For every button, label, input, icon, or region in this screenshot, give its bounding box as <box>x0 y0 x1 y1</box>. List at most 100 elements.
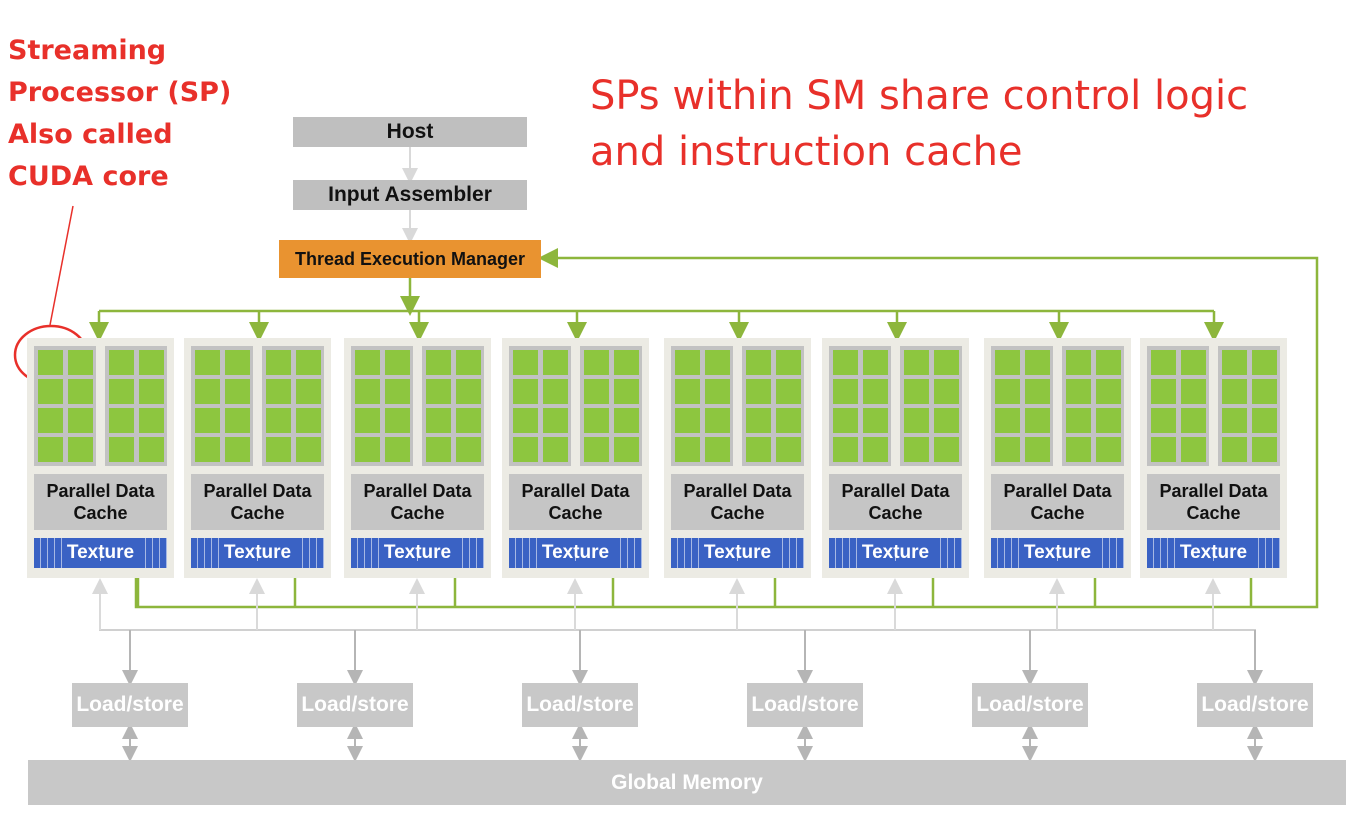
sp-core <box>1252 437 1277 462</box>
headline-line: and instruction cache <box>590 129 1023 175</box>
sp-core <box>1181 408 1206 433</box>
sp-core <box>296 350 321 375</box>
sp-core <box>38 437 63 462</box>
sp-core <box>705 350 730 375</box>
sp-core <box>746 379 771 404</box>
sp-core <box>833 350 858 375</box>
sp-core <box>863 408 888 433</box>
sp-core <box>513 437 538 462</box>
sp-core <box>513 408 538 433</box>
sp-core <box>543 437 568 462</box>
sp-group <box>900 346 962 466</box>
texture-unit: Texture <box>191 538 324 568</box>
sp-core <box>995 379 1020 404</box>
sp-core <box>675 379 700 404</box>
sp-core <box>746 350 771 375</box>
sp-group <box>34 346 96 466</box>
sp-core <box>225 437 250 462</box>
feedback-loop <box>134 248 1319 609</box>
sp-core <box>109 437 134 462</box>
sp-core <box>426 408 451 433</box>
sp-core <box>385 350 410 375</box>
sp-core <box>68 350 93 375</box>
sp-core <box>904 379 929 404</box>
sp-core <box>705 379 730 404</box>
texture-label: Texture <box>62 542 139 564</box>
texture-unit: Texture <box>351 538 484 568</box>
annotation-line: Streaming <box>8 35 167 66</box>
sp-core <box>675 437 700 462</box>
sp-core <box>833 379 858 404</box>
sp-core <box>1025 437 1050 462</box>
sp-core <box>426 350 451 375</box>
sp-core <box>385 379 410 404</box>
sp-core <box>543 408 568 433</box>
sp-core <box>296 379 321 404</box>
load-store-unit: Load/store <box>297 683 413 727</box>
sp-core <box>68 408 93 433</box>
load-store-arrows <box>122 630 1263 762</box>
sp-core <box>266 379 291 404</box>
annotation-line: Also called <box>8 119 173 150</box>
input-assembler-box: Input Assembler <box>293 180 527 210</box>
sp-core <box>904 350 929 375</box>
sp-core <box>139 437 164 462</box>
sp-core <box>109 350 134 375</box>
sp-core <box>456 437 481 462</box>
sp-core <box>1252 408 1277 433</box>
cache-label: Parallel Data Cache <box>841 481 950 523</box>
cache-label: Parallel Data Cache <box>683 481 792 523</box>
parallel-data-cache: Parallel Data Cache <box>191 474 324 530</box>
cache-label: Parallel Data Cache <box>203 481 312 523</box>
sp-core <box>705 408 730 433</box>
parallel-data-cache: Parallel Data Cache <box>671 474 804 530</box>
sp-core <box>1096 408 1121 433</box>
sp-core <box>1181 379 1206 404</box>
texture-label: Texture <box>219 542 296 564</box>
annotation-line: Processor (SP) <box>8 77 232 108</box>
sp-core <box>296 437 321 462</box>
sp-core <box>1222 350 1247 375</box>
sp-core <box>68 437 93 462</box>
sp-core <box>1096 437 1121 462</box>
cache-label: Parallel Data Cache <box>1003 481 1112 523</box>
parallel-data-cache: Parallel Data Cache <box>351 474 484 530</box>
sp-core <box>746 408 771 433</box>
parallel-data-cache: Parallel Data Cache <box>34 474 167 530</box>
texture-label: Texture <box>537 542 614 564</box>
host-box: Host <box>293 117 527 147</box>
sp-core <box>385 437 410 462</box>
sp-core <box>139 379 164 404</box>
sp-core <box>1151 350 1176 375</box>
parallel-data-cache: Parallel Data Cache <box>509 474 642 530</box>
texture-unit: Texture <box>991 538 1124 568</box>
sp-core <box>904 437 929 462</box>
texture-label: Texture <box>699 542 776 564</box>
sp-core <box>675 350 700 375</box>
sp-group <box>351 346 413 466</box>
parallel-data-cache: Parallel Data Cache <box>829 474 962 530</box>
sp-core <box>109 408 134 433</box>
texture-label: Texture <box>1175 542 1252 564</box>
sp-core <box>456 379 481 404</box>
sp-group <box>422 346 484 466</box>
sp-core <box>776 350 801 375</box>
texture-unit: Texture <box>509 538 642 568</box>
sp-core <box>584 379 609 404</box>
sp-core <box>109 379 134 404</box>
thread-execution-manager-box: Thread Execution Manager <box>279 240 541 278</box>
sp-annotation: Streaming Processor (SP) Also called CUD… <box>8 30 231 198</box>
sp-core <box>614 379 639 404</box>
sp-core <box>456 350 481 375</box>
global-memory-box: Global Memory <box>28 760 1346 805</box>
sp-core <box>1222 379 1247 404</box>
sp-core <box>675 408 700 433</box>
sp-core <box>266 437 291 462</box>
sp-group <box>105 346 167 466</box>
texture-label: Texture <box>1019 542 1096 564</box>
sp-core <box>934 408 959 433</box>
